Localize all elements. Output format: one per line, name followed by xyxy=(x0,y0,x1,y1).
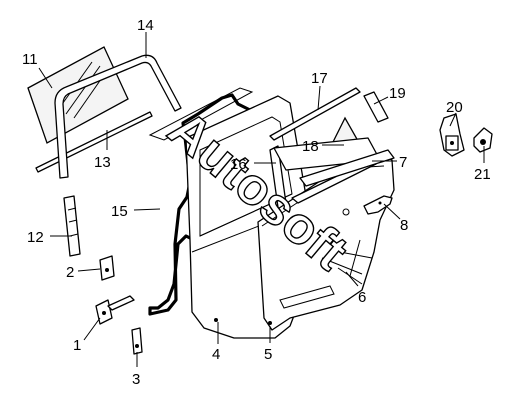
callout-6-label: 6 xyxy=(358,289,366,306)
callout-14-label: 14 xyxy=(137,17,154,34)
callout-7: 7 xyxy=(372,154,407,171)
callout-20-label: 20 xyxy=(446,99,463,116)
callout-3: 3 xyxy=(132,352,140,388)
part-7-upper-frame xyxy=(273,137,395,187)
callout-6: 6 xyxy=(345,271,366,306)
part-21-lock-cylinder xyxy=(473,127,493,153)
callout-8-label: 8 xyxy=(400,217,408,234)
callout-18-label: 18 xyxy=(302,138,319,155)
callout-11-label: 11 xyxy=(22,51,38,68)
callout-15: 15 xyxy=(111,203,161,220)
part-12-hinge-strip xyxy=(63,195,81,257)
callout-13-label: 13 xyxy=(94,154,111,171)
callout-15-label: 15 xyxy=(111,203,128,220)
callout-16-label: 16 xyxy=(230,156,247,173)
callout-17-label: 17 xyxy=(311,70,328,87)
part-14-glass-run-channel xyxy=(54,54,182,179)
callout-12: 12 xyxy=(27,229,72,246)
callout-4: 4 xyxy=(212,322,220,363)
callout-17: 17 xyxy=(311,70,328,111)
callout-18: 18 xyxy=(302,138,344,155)
part-11-quarter-glass xyxy=(27,46,129,144)
callout-5: 5 xyxy=(264,326,272,363)
part-2-upper-hinge xyxy=(99,255,115,281)
callout-11: 11 xyxy=(22,51,53,89)
callout-14: 14 xyxy=(137,17,154,58)
part-8-outside-handle xyxy=(363,195,393,215)
callout-13: 13 xyxy=(94,130,111,171)
callout-21-label: 21 xyxy=(474,166,491,183)
callout-19-label: 19 xyxy=(389,85,406,102)
callout-2-label: 2 xyxy=(66,264,74,281)
callout-1: 1 xyxy=(73,317,101,354)
part-20-lock-actuator xyxy=(439,113,465,157)
callout-5-label: 5 xyxy=(264,346,272,363)
callout-4-label: 4 xyxy=(212,346,220,363)
callout-2: 2 xyxy=(66,264,101,281)
callout-8: 8 xyxy=(383,203,408,234)
callout-12-label: 12 xyxy=(27,229,44,246)
callout-16: 16 xyxy=(230,156,276,173)
callout-20: 20 xyxy=(446,99,463,127)
callout-3-label: 3 xyxy=(132,371,140,388)
callout-19: 19 xyxy=(373,85,406,105)
callout-7-label: 7 xyxy=(399,154,407,171)
callout-1-label: 1 xyxy=(73,337,81,354)
part-17-belt-seal xyxy=(269,87,361,141)
part-1-lower-hinge xyxy=(95,295,135,325)
part-3-check-strap xyxy=(131,327,143,355)
callout-21: 21 xyxy=(474,146,491,183)
part-19-trim-strip xyxy=(363,91,389,123)
